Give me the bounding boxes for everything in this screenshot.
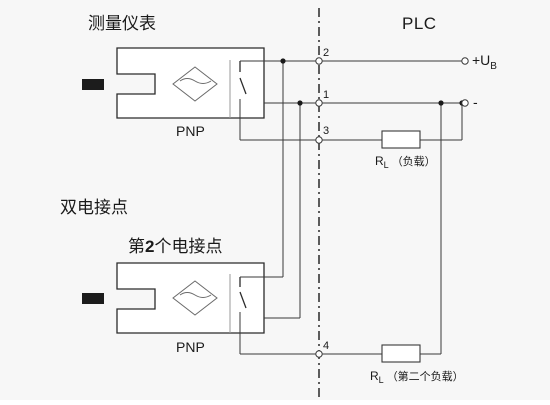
plc-title: PLC [402,14,437,33]
plc-terminal-3 [315,136,323,144]
plc-terminal-4 [315,350,323,358]
supply-plus-terminal [461,57,469,65]
resistor-rl-1 [381,130,421,149]
junction-dot [438,100,444,106]
terminal-label-3: 3 [323,125,329,137]
sensor-bottom-probe [82,293,104,304]
second-contact-suffix: 个电接点 [154,237,222,256]
switch-bottom-blade [239,291,247,309]
supply-minus-label: - [473,94,478,110]
sensor-top-housing [116,47,265,119]
second-contact-prefix: 第 [128,237,145,256]
terminal-label-2: 2 [323,47,329,59]
rl-2-main: R [370,369,379,383]
double-contact-label: 双电接点 [60,198,128,217]
supply-plus-text: +U [472,52,490,68]
resistor-rl-2 [381,344,421,363]
terminal-label-4: 4 [323,340,329,352]
sensor-top-wave [179,78,212,84]
switch-top-blade [239,77,247,95]
supply-plus-subscript: B [490,61,497,72]
plc-terminal-2 [315,57,323,65]
second-contact-label: 第2个电接点 [128,237,222,256]
instrument-title: 测量仪表 [88,14,156,33]
pnp-label-bottom: PNP [176,339,205,355]
junction-dot [280,58,286,64]
supply-minus-terminal [461,99,469,107]
terminal-label-1: 1 [323,89,329,101]
rl-1-load-text: （负载） [392,154,436,168]
pnp-label-top: PNP [176,123,205,139]
sensor-top-probe [82,79,104,90]
second-contact-number: 2 [145,237,154,256]
rl-1-subscript: L [384,160,389,170]
rl-1-main: R [375,154,384,168]
sensor-bottom-wave [179,292,212,298]
plc-terminal-1 [315,99,323,107]
supply-plus-label: +UB [472,52,497,72]
rl-2-subscript: L [379,375,384,385]
junction-dot [297,100,303,106]
sensor-bottom-diamond [172,280,218,316]
rl-1-label: RL（负载） [375,154,436,170]
sensor-top-diamond [172,66,218,102]
sensor-bottom-housing [116,262,265,334]
rl-2-load-text: （第二个负载） [387,369,464,383]
rl-2-label: RL（第二个负载） [370,369,464,385]
